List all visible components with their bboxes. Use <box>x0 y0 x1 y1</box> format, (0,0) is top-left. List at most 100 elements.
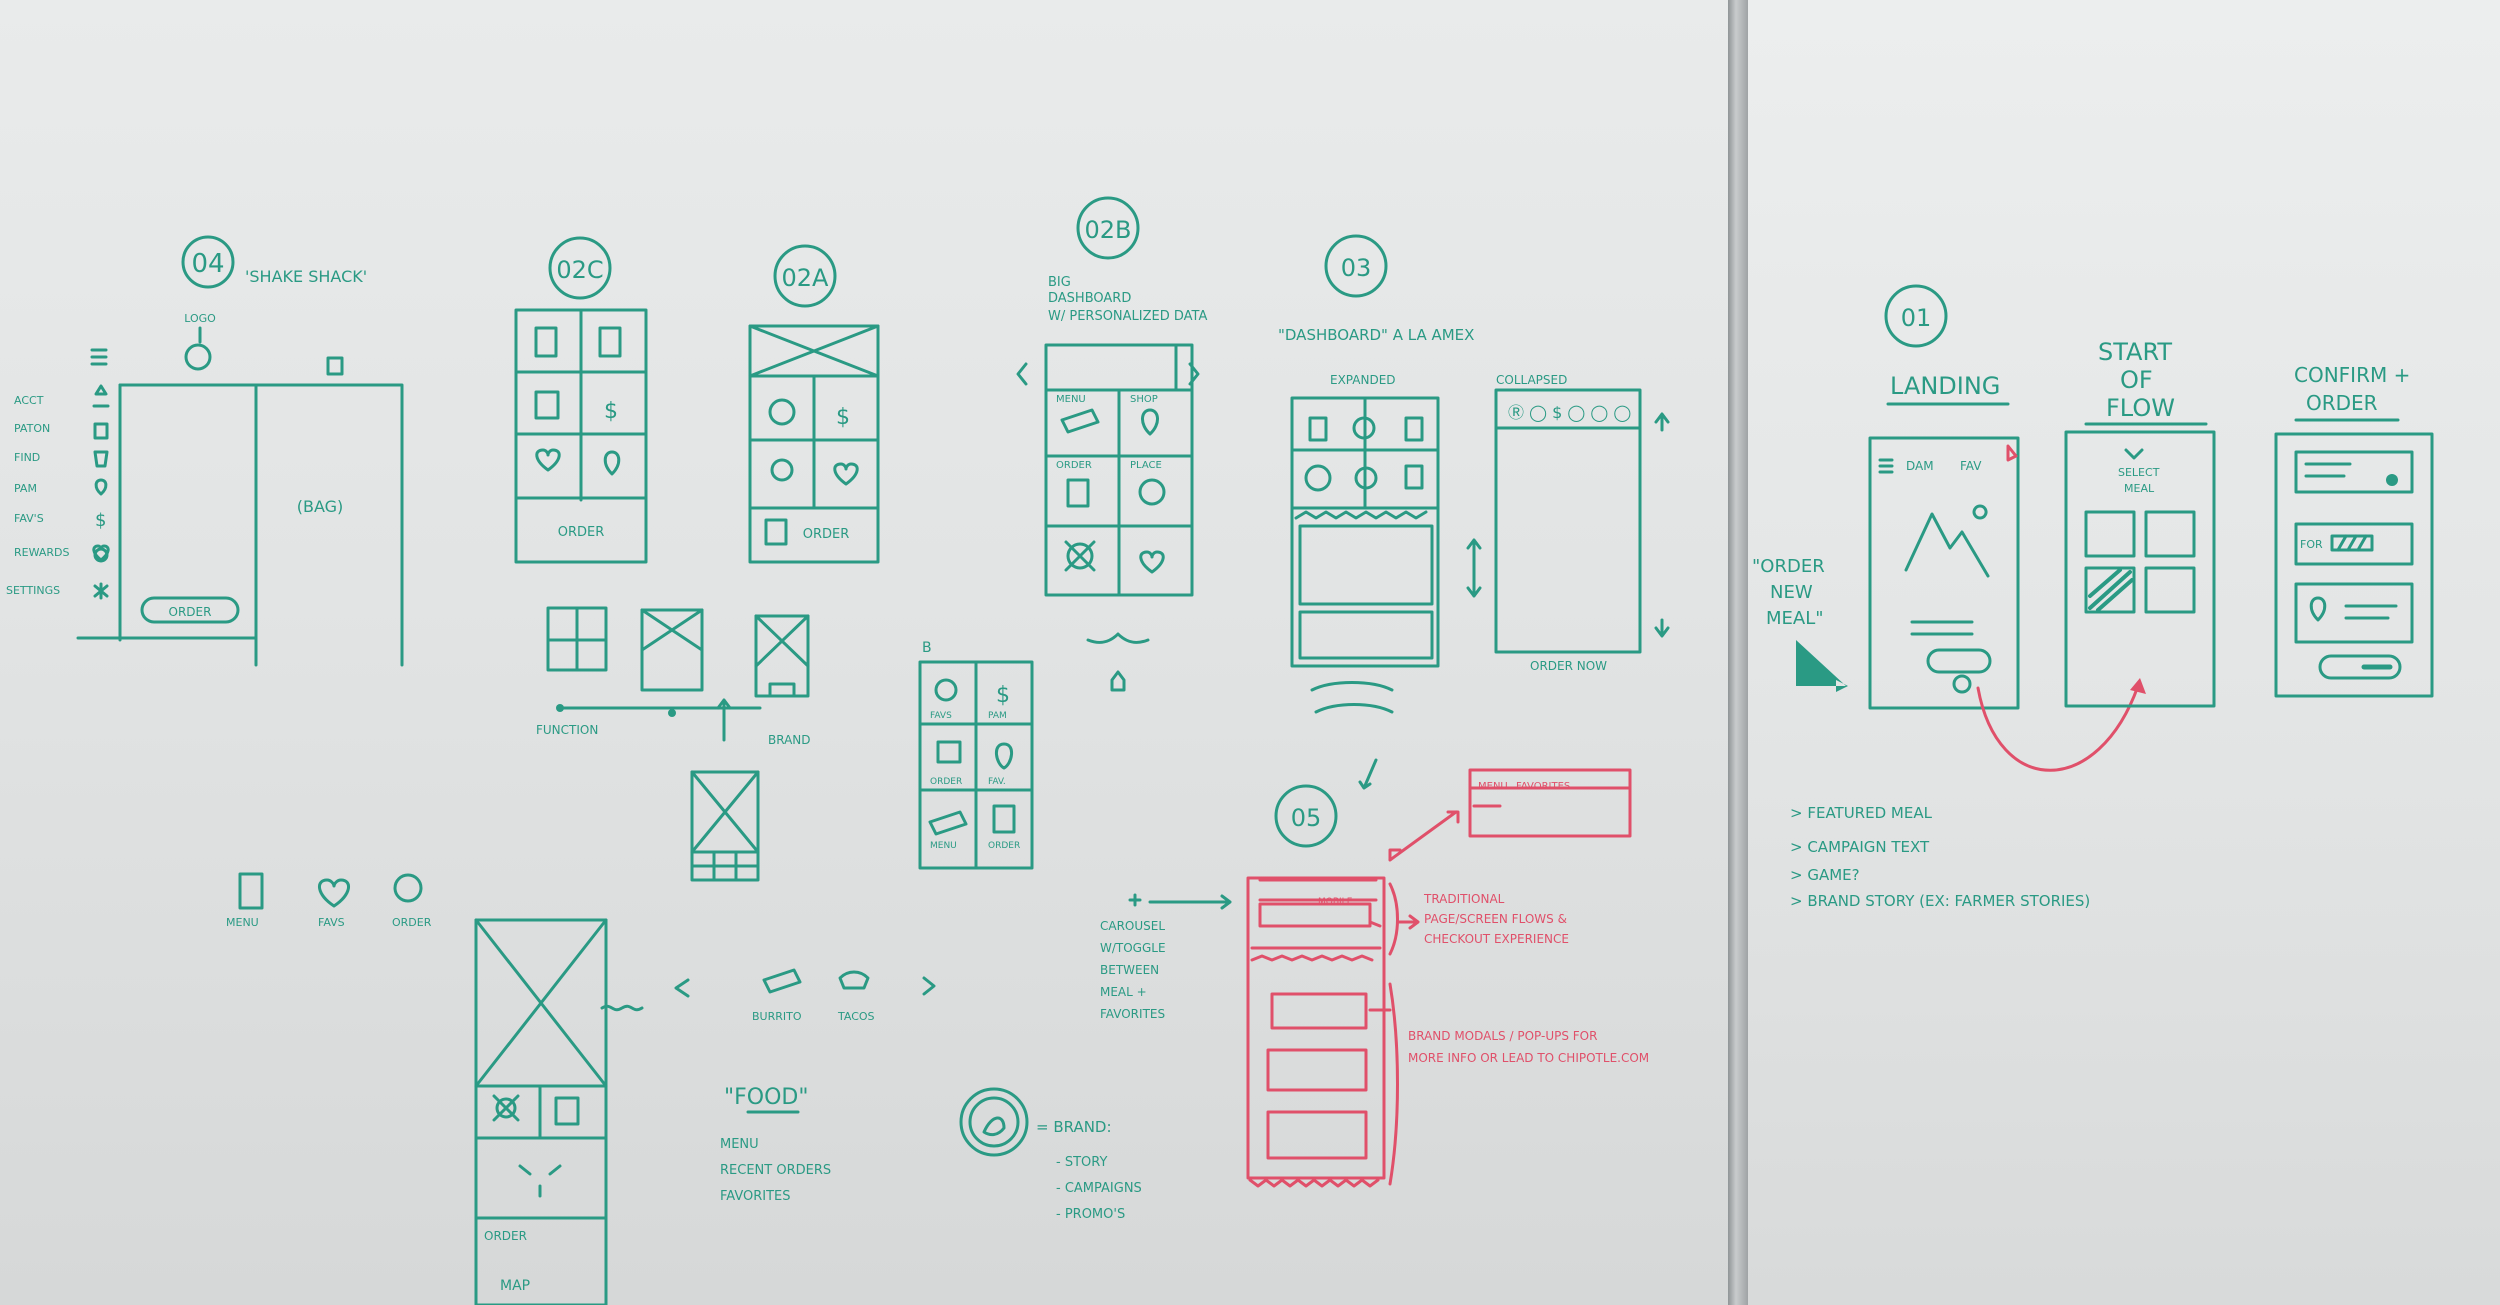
sketch-04-menu-item-4: FAV'S <box>14 512 44 525</box>
svg-text:$: $ <box>996 683 1010 708</box>
sketch-05-number: 05 <box>1291 804 1322 832</box>
account-icon <box>94 386 108 406</box>
sketch-02c-order: ORDER <box>558 525 605 540</box>
confirm-for-label: FOR <box>2300 538 2323 551</box>
brand-title: = BRAND: <box>1036 1118 1112 1136</box>
sketch-03-number: 03 <box>1341 254 1372 282</box>
bag-icon <box>95 424 107 438</box>
small-grid-tile-4: MENU <box>930 841 957 851</box>
traditional-line-2: CHECKOUT EXPERIENCE <box>1424 932 1569 946</box>
sketch-02c-number: 02C <box>556 256 603 284</box>
order-new-meal-line-1: NEW <box>1770 582 1813 603</box>
sketch-brand: = BRAND: - STORY - CAMPAIGNS - PROMO'S <box>961 1089 1142 1222</box>
sketch-04-menu-item-2: FIND <box>14 451 40 464</box>
sketch-04-menu-item-6: SETTINGS <box>6 584 60 597</box>
sketch-02b-caption-0: BIG <box>1048 275 1071 290</box>
sketch-02b-number: 02B <box>1084 216 1131 244</box>
sketch-02b-tile-3: PLACE <box>1130 460 1162 471</box>
brand-list-0: - STORY <box>1056 1155 1107 1170</box>
food-list-2: FAVORITES <box>720 1189 791 1204</box>
dollar-icon: $ <box>95 510 106 531</box>
small-grid-label: B <box>922 640 932 656</box>
order-new-meal-line-0: "ORDER <box>1752 556 1825 577</box>
note-2: > GAME? <box>1790 866 1860 884</box>
sketch-04-logo-label: LOGO <box>184 312 216 325</box>
sketch-03-order-now: ORDER NOW <box>1530 659 1607 673</box>
note-3: > BRAND STORY (EX: FARMER STORIES) <box>1790 892 2090 910</box>
tab-bar-favorites: FAVORITES <box>1516 781 1570 792</box>
sketch-04-menu-item-0: ACCT <box>14 394 44 407</box>
food-map-label: MAP <box>500 1278 530 1294</box>
brand-list-1: - CAMPAIGNS <box>1056 1181 1142 1196</box>
icon-row-favs: FAVS <box>318 916 345 929</box>
icon-row-menu: MENU <box>226 916 259 929</box>
food-tile-order: ORDER <box>484 1229 527 1243</box>
small-grid-tile-5: ORDER <box>988 841 1020 851</box>
icon-row-order: ORDER <box>392 916 432 929</box>
svg-text:$: $ <box>836 405 850 430</box>
food-list-0: MENU <box>720 1137 759 1152</box>
sketch-02b: 02B BIG DASHBOARD W/ PERSONALIZED DATA M… <box>1018 198 1207 690</box>
landing-nav-0: DAM <box>1906 459 1934 473</box>
carousel-line-2: BETWEEN <box>1100 963 1159 977</box>
sketch-02b-caption-1: DASHBOARD <box>1048 291 1131 306</box>
pin-icon <box>96 480 106 494</box>
axis-left-label: FUNCTION <box>536 723 598 737</box>
sketch-03-caption: "DASHBOARD" A LA AMEX <box>1278 326 1474 344</box>
select-meal-line-1: MEAL <box>2124 482 2155 495</box>
start-of-flow-line-1: OF <box>2120 366 2153 394</box>
landing-nav-1: FAV <box>1960 459 1982 473</box>
sketch-02b-caption-2: W/ PERSONALIZED DATA <box>1048 309 1207 324</box>
sketch-01-number: 01 <box>1901 304 1932 332</box>
sketch-03-collapsed: COLLAPSED <box>1496 373 1567 387</box>
cup-icon <box>95 452 107 466</box>
select-meal-line-0: SELECT <box>2118 466 2160 479</box>
sketch-02a-order: ORDER <box>803 527 850 542</box>
small-grid-tile-1: PAM <box>988 711 1007 721</box>
food-item-tacos: TACOS <box>837 1010 875 1023</box>
landing-title: LANDING <box>1890 372 2000 400</box>
sketch-04-menu-item-5: REWARDS <box>14 546 70 559</box>
sketch-02b-tile-1: SHOP <box>1130 394 1158 405</box>
icon-row: MENU FAVS ORDER <box>226 874 432 929</box>
small-grid-tile-2: ORDER <box>930 777 962 787</box>
carousel-line-0: CAROUSEL <box>1100 919 1165 933</box>
function-brand-axis: FUNCTION BRAND <box>536 608 811 880</box>
sketch-02a: 02A $ ORDER <box>750 246 878 562</box>
brand-modals-line-0: BRAND MODALS / POP-UPS FOR <box>1408 1029 1597 1043</box>
settings-icon <box>95 584 107 598</box>
food-item-burrito: BURRITO <box>752 1010 802 1023</box>
sketch-food: ORDER MAP BURRITO TACOS "FOOD" MENU RECE… <box>476 920 934 1305</box>
start-of-flow-line-0: START <box>2098 338 2172 366</box>
note-1: > CAMPAIGN TEXT <box>1790 838 1930 856</box>
svg-text:$: $ <box>604 399 618 424</box>
favs-icon <box>319 880 348 906</box>
sketch-03-collapsed-icons: Ⓡ ◯ $ ◯ ◯ ◯ <box>1508 403 1631 422</box>
food-title: "FOOD" <box>724 1085 808 1110</box>
brand-modals-line-1: MORE INFO OR LEAD TO CHIPOTLE.COM <box>1408 1051 1649 1065</box>
tab-bar-menu: MENU <box>1478 781 1508 792</box>
brand-list-2: - PROMO'S <box>1056 1207 1125 1222</box>
sketch-05: 05 CAROUSEL W/TOGGLE BETWEEN MEAL + FAVO… <box>1100 760 1649 1186</box>
small-grid-tile-0: FAVS <box>930 711 952 721</box>
sketch-04-order: ORDER <box>169 605 212 619</box>
sketch-04-menu-item-3: PAM <box>14 482 37 495</box>
sketch-04-quote: 'SHAKE SHACK' <box>245 267 367 286</box>
note-0: > FEATURED MEAL <box>1790 804 1933 822</box>
sketch-02b-tile-2: ORDER <box>1056 460 1092 471</box>
confirm-order-line-0: CONFIRM + <box>2294 363 2410 387</box>
order-new-meal-line-2: MEAL" <box>1766 608 1824 629</box>
menu-icon <box>240 874 262 908</box>
start-of-flow-line-2: FLOW <box>2106 394 2175 422</box>
carousel-line-3: MEAL + <box>1100 985 1147 999</box>
sketch-02a-number: 02A <box>782 264 830 292</box>
food-list-1: RECENT ORDERS <box>720 1163 831 1178</box>
confirm-order-line-1: ORDER <box>2306 391 2378 415</box>
sketch-03: 03 "DASHBOARD" A LA AMEX EXPANDED COLLAP… <box>1278 236 1668 712</box>
carousel-line-4: FAVORITES <box>1100 1007 1165 1021</box>
sketch-04-bag: (BAG) <box>297 497 344 516</box>
axis-right-label: BRAND <box>768 733 811 747</box>
sketch-05-header: MOBILE <box>1318 897 1353 907</box>
small-grid-tile-3: FAV. <box>988 777 1006 787</box>
